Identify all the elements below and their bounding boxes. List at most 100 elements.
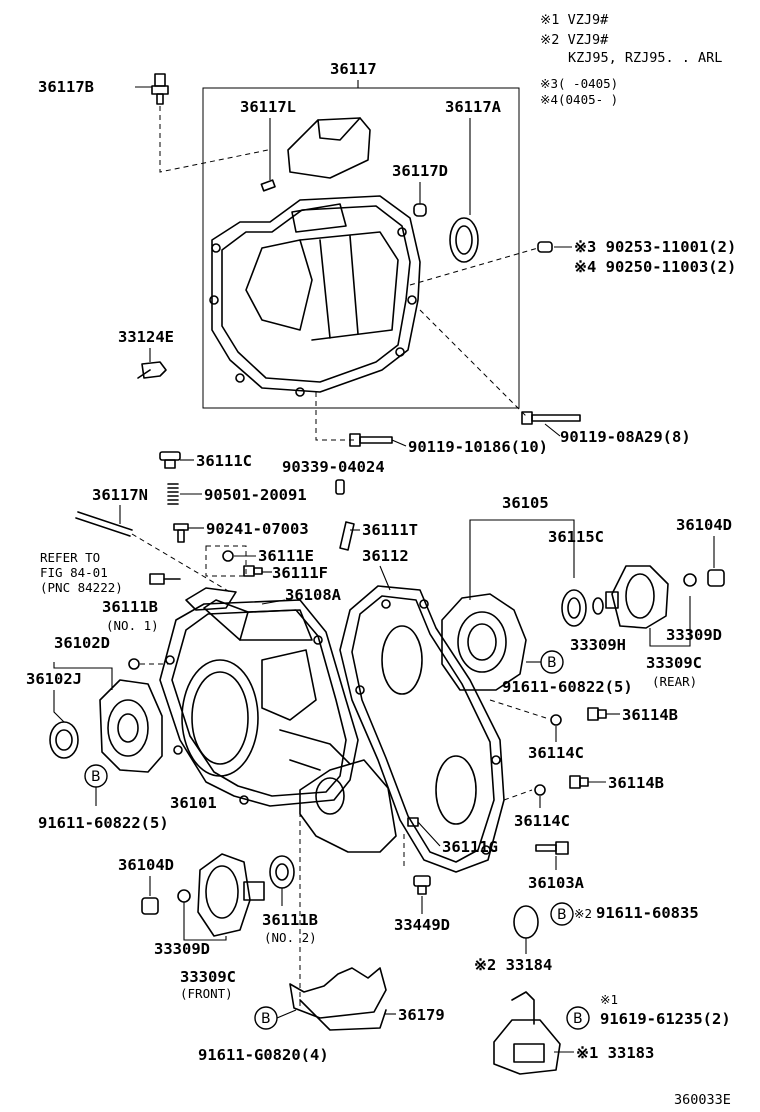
label-90253: ※3 90253-11001(2)	[574, 238, 736, 256]
label-36114B-1: 36114B	[622, 706, 678, 724]
nut-36104D-front	[141, 897, 159, 915]
washer-36111E	[222, 550, 234, 562]
plug-36111C	[159, 451, 181, 469]
hose-36117N	[75, 511, 133, 537]
washer-33309D-rear	[683, 573, 697, 587]
leader-36102D-bracket	[53, 662, 113, 690]
bolt-90119-10186	[349, 433, 393, 447]
b-symbol-33183-text: B	[573, 1011, 583, 1027]
oil-seal-36117A	[449, 217, 479, 263]
label-36111F: 36111F	[272, 564, 328, 582]
gasket-36108A	[185, 587, 237, 611]
note-after-0405: ※4(0405- )	[540, 92, 618, 107]
label-36111G: 36111G	[442, 838, 498, 856]
leader-33309D-rear	[649, 596, 691, 647]
label-star2: ※2	[574, 906, 592, 921]
mount-33183	[493, 991, 561, 1075]
label-33449D: 33449D	[394, 916, 450, 934]
plug-36111F	[243, 565, 263, 577]
bracket-36179	[289, 967, 387, 1031]
label-36111B-no2: 36111B	[262, 911, 318, 929]
label-rear: (REAR)	[652, 674, 697, 689]
leader-b-36179	[276, 1009, 297, 1019]
label-36115C: 36115C	[548, 528, 604, 546]
b-symbol-36179-text: B	[261, 1011, 271, 1027]
washer-36102D	[128, 658, 140, 670]
rear-extension-36105	[441, 593, 527, 691]
label-36111T: 36111T	[362, 521, 418, 539]
leader-33309D-front	[183, 902, 227, 941]
seal-36111B-no2	[269, 855, 295, 889]
refer-to-2: FIG 84-01	[40, 565, 108, 580]
dashed-36114-upper	[489, 699, 547, 719]
dashed-90119-08A29	[419, 309, 529, 419]
figure-code: 360033E	[674, 1092, 731, 1108]
label-36101: 36101	[170, 794, 217, 812]
label-36111E: 36111E	[258, 547, 314, 565]
cover-36117L	[287, 117, 371, 179]
dashed-90253	[409, 247, 539, 286]
washer-36114C-2	[534, 784, 546, 796]
label-90501-20091: 90501-20091	[204, 486, 307, 504]
pin-90339	[335, 479, 345, 495]
sensor-refer	[149, 573, 181, 585]
label-36108A: 36108A	[285, 586, 342, 604]
switch-36111T	[339, 521, 355, 551]
leader-90119-08A29	[544, 423, 561, 437]
extension-housing-36117	[209, 195, 421, 397]
flange-33309C-front	[197, 853, 265, 937]
label-36102D: 36102D	[54, 634, 110, 652]
label-star1: ※1	[600, 992, 618, 1007]
dashed-36114-lower	[503, 789, 533, 801]
label-front: (FRONT)	[180, 986, 233, 1001]
plug-36114B-1	[587, 707, 607, 721]
b-symbol-left-text: B	[91, 769, 101, 785]
refer-to-1: REFER TO	[40, 550, 100, 565]
leader-36102J-seal	[53, 690, 65, 723]
washer-33309H	[592, 597, 604, 615]
label-90119-10186: 90119-10186(10)	[408, 438, 548, 456]
label-33309D-rear: 33309D	[666, 626, 722, 644]
note-kzj95: KZJ95, RZJ95. . ARL	[568, 50, 722, 66]
bolt-36103A	[535, 841, 569, 855]
label-36105: 36105	[502, 494, 549, 512]
dashed-36117B	[159, 106, 269, 173]
plug-33449D	[413, 875, 431, 895]
note-vzj9-2: ※2 VZJ9#	[540, 32, 609, 48]
label-36117A: 36117A	[445, 98, 502, 116]
label-no1: (NO. 1)	[106, 618, 159, 633]
label-36104D-front: 36104D	[118, 856, 174, 874]
label-33124E: 33124E	[118, 328, 174, 346]
label-36111B-no1: 36111B	[102, 598, 158, 616]
label-36104D-rear: 36104D	[676, 516, 732, 534]
nut-36104D-rear	[707, 569, 725, 587]
dashed-90119-10186	[315, 392, 354, 441]
label-36179: 36179	[398, 1006, 445, 1024]
label-33309C-rear: 33309C	[646, 654, 702, 672]
center-housing	[279, 729, 397, 853]
label-91611-60835: 91611-60835	[596, 904, 699, 922]
plug-36114B-2	[569, 775, 589, 789]
breather-plug-36117B	[151, 73, 169, 105]
bolt-90119-08A29	[521, 411, 581, 425]
label-33309D-front: 33309D	[154, 940, 210, 958]
b-symbol-33183	[566, 1006, 590, 1030]
dashed-box-36111E	[205, 545, 247, 577]
label-no2: (NO. 2)	[264, 930, 317, 945]
label-90339-04024: 90339-04024	[282, 458, 385, 476]
flange-33309C-rear	[605, 565, 669, 629]
b-symbol-33184-text: B	[557, 907, 567, 923]
label-90119-08A29: 90119-08A29(8)	[560, 428, 691, 446]
transfer-case-36112	[339, 585, 505, 873]
label-90250: ※4 90250-11003(2)	[574, 258, 736, 276]
label-36112: 36112	[362, 547, 409, 565]
plug-36117D	[413, 203, 427, 217]
label-33183: ※1 33183	[576, 1044, 654, 1062]
label-36114C-2: 36114C	[514, 812, 570, 830]
label-36114C-1: 36114C	[528, 744, 584, 762]
leader-36112	[379, 565, 391, 591]
label-33309H: 33309H	[570, 636, 626, 654]
front-cover-36102D	[99, 679, 163, 773]
label-36114B-2: 36114B	[608, 774, 664, 792]
